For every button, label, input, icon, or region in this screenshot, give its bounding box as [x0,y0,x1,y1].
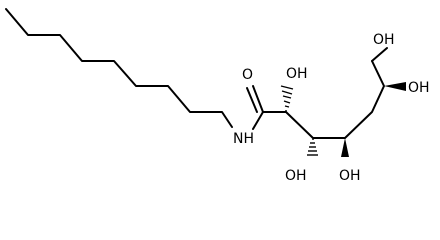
atom-label-oh-c4: OH [339,168,361,184]
molecule-structure: O NH OH OH OH OH OH [5,8,430,184]
atom-label-carbonyl-o: O [242,67,253,83]
bond-c1-o-double-a [252,85,264,113]
bond-c1-o-double-b [246,87,258,113]
atom-label-oh-c3: OH [285,168,307,184]
stereo-bond-c2-oh [280,85,294,112]
stereo-bond-c3-oh [307,138,318,156]
atom-label-amide-nh: NH [233,131,254,147]
bond-c6-oh [371,47,388,62]
atom-label-oh-c5: OH [408,80,430,96]
atom-label-oh-c2: OH [286,66,308,82]
bond-n-c1 [252,111,264,130]
stereo-bond-c4-oh [341,138,349,157]
stereo-bond-c5-oh [384,82,406,91]
octyl-chain [5,8,233,128]
atom-label-oh-c6: OH [373,32,395,48]
sugar-backbone [262,60,385,139]
